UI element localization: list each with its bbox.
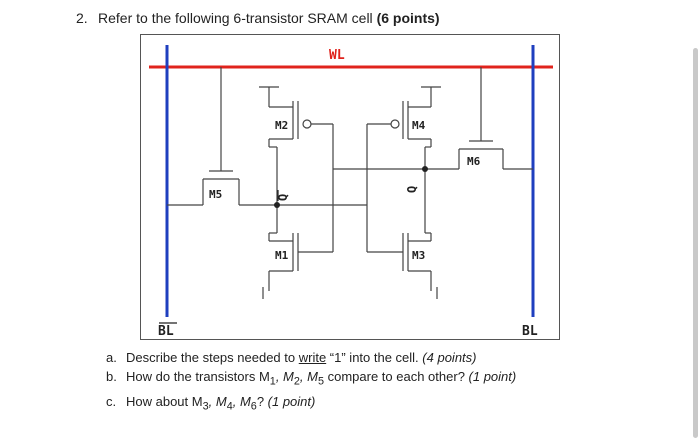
question-number: 2. xyxy=(76,10,88,26)
qbar-junction-dot xyxy=(274,202,280,208)
m4-transistor xyxy=(367,86,441,147)
question-a: a.Describe the steps needed to write “1”… xyxy=(106,350,477,365)
m5-transistor xyxy=(167,67,277,206)
m2-transistor xyxy=(259,86,333,147)
qbar-node-label: Q xyxy=(276,194,290,201)
m3-transistor xyxy=(367,232,438,299)
question-text: Refer to the following 6-transistor SRAM… xyxy=(98,10,377,26)
m1-transistor xyxy=(262,232,333,299)
question-c: c.How about M3, M4, M6? (1 point) xyxy=(106,393,316,413)
question-header: 2. Refer to the following 6-transistor SR… xyxy=(76,10,440,26)
svg-text:Q: Q xyxy=(405,186,419,193)
question-b: b.How do the transistors M1, M2, M5 comp… xyxy=(106,369,517,388)
m2-label: M2 xyxy=(275,119,288,132)
question-points: (6 points) xyxy=(376,10,440,26)
sram-cell-diagram: WL BL BL xyxy=(140,34,560,340)
svg-text:BL: BL xyxy=(158,324,174,339)
m4-label: M4 xyxy=(412,119,426,132)
m1-label: M1 xyxy=(275,249,289,262)
sub-questions: a.Describe the steps needed to write “1”… xyxy=(106,348,516,416)
q-node-label: Q xyxy=(405,186,419,193)
vertical-scrollbar[interactable] xyxy=(693,48,698,438)
sram-schematic: WL BL BL xyxy=(149,45,553,339)
m6-label: M6 xyxy=(467,155,481,168)
svg-text:Q: Q xyxy=(276,194,290,201)
bl-bar-label: BL xyxy=(158,322,177,339)
bl-label: BL xyxy=(522,324,538,339)
q-junction-dot xyxy=(422,166,428,172)
m5-label: M5 xyxy=(209,188,222,201)
m6-transistor xyxy=(425,67,533,170)
m3-label: M3 xyxy=(412,249,425,262)
wl-label: WL xyxy=(329,48,345,63)
